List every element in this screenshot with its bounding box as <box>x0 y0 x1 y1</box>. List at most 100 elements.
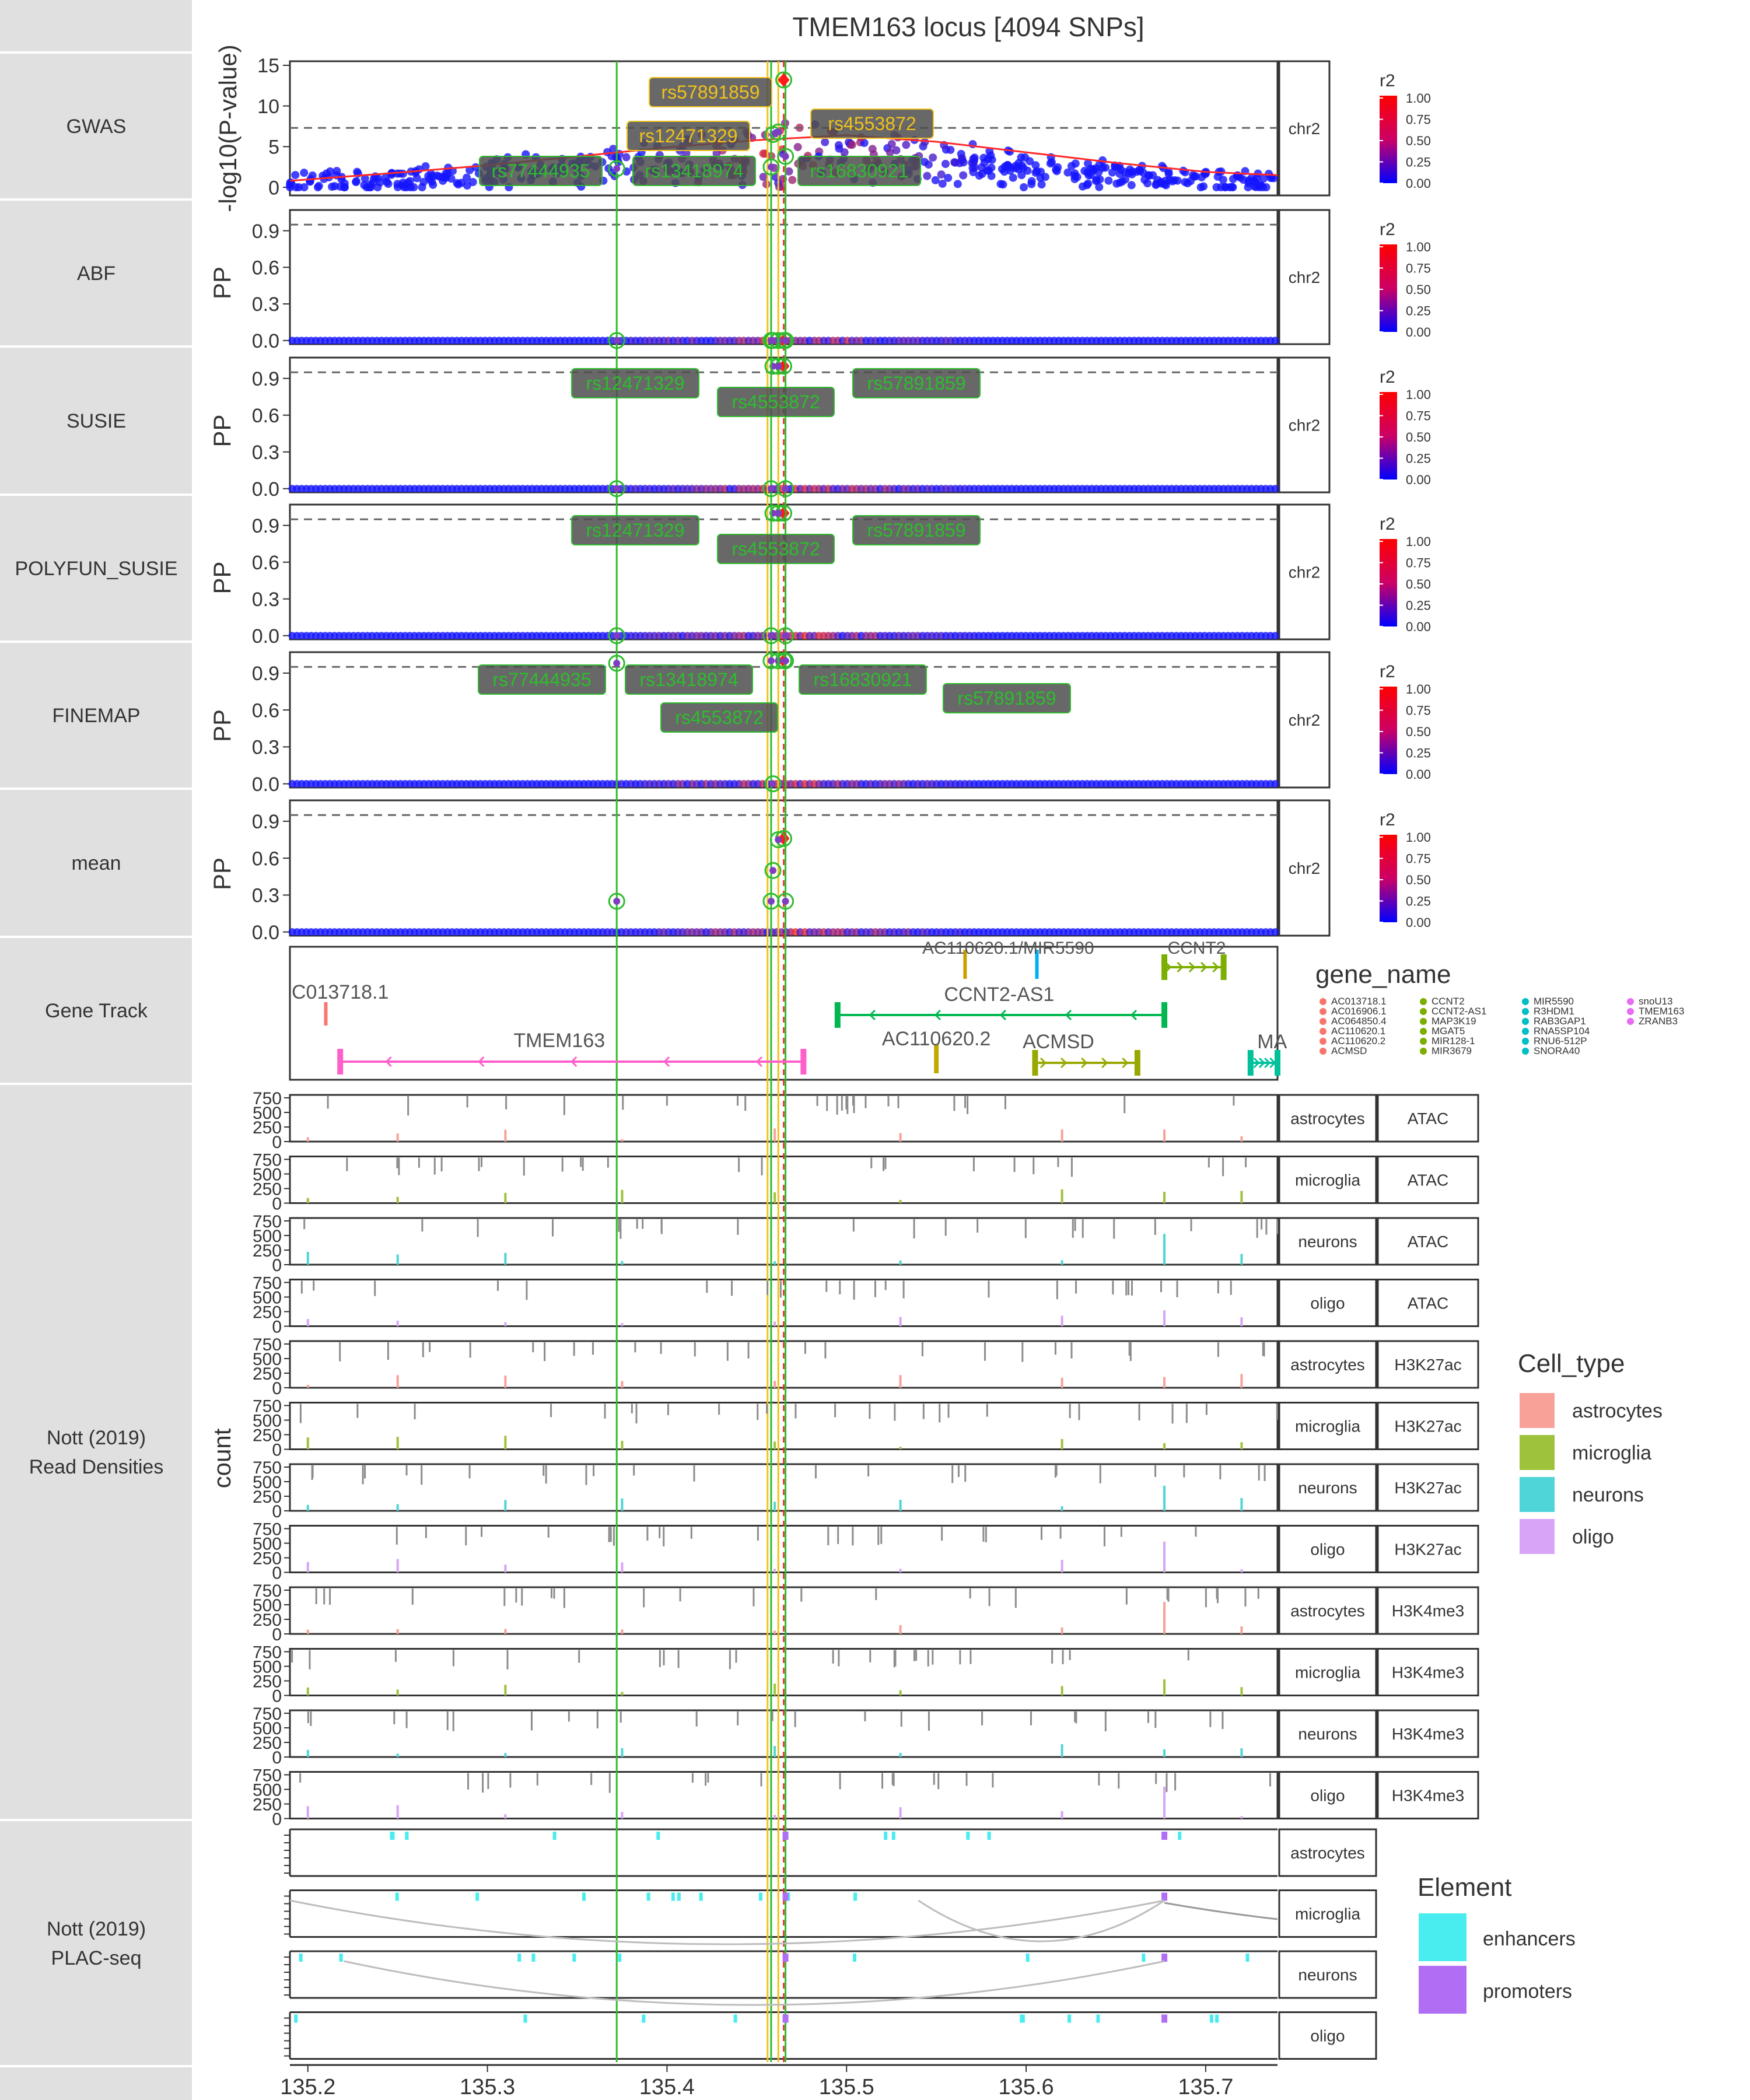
cell-strip-label: microglia <box>1295 1171 1360 1189</box>
density-max-marker <box>892 1773 895 1787</box>
snp-label-text: rs57891859 <box>867 520 965 541</box>
row-label: FINEMAP <box>52 705 140 727</box>
gene-legend-key <box>1320 1048 1326 1055</box>
cell-strip-label: astrocytes <box>1290 1356 1365 1374</box>
chrom-strip <box>1278 799 1331 937</box>
density-max-marker <box>1138 1404 1140 1420</box>
plac-loop <box>918 1899 1165 1943</box>
y-tick-label: 0.9 <box>252 663 279 685</box>
density-max-marker <box>1075 1712 1077 1724</box>
snp-point <box>1037 180 1046 189</box>
snp-label: rs57891859 <box>649 77 772 107</box>
snp-point <box>291 171 300 180</box>
y-tick-label: 500 <box>253 1719 282 1738</box>
density-max-marker <box>1256 1219 1258 1238</box>
snp-point <box>433 172 442 180</box>
density-max-marker <box>1129 1342 1132 1362</box>
y-axis-label: PP <box>208 858 236 890</box>
density-bar <box>774 1192 776 1203</box>
snp-point <box>1271 632 1279 640</box>
snp-point <box>1271 337 1279 345</box>
assay-strip <box>1377 1463 1479 1512</box>
snp-point <box>1219 176 1227 184</box>
density-max-marker <box>618 1219 620 1232</box>
density-max-marker <box>827 1527 830 1546</box>
gene-exon <box>337 1049 344 1074</box>
credset-snp-ring <box>769 358 787 375</box>
snp-point <box>1104 176 1113 185</box>
celltype-legend-key <box>1520 1519 1555 1554</box>
gene-exon <box>1275 1050 1280 1076</box>
density-max-marker <box>969 1588 971 1599</box>
gene-strand-arrow <box>1060 1057 1068 1069</box>
density-max-marker <box>607 1157 609 1168</box>
credset-snp-point <box>767 897 775 905</box>
density-bar <box>306 1198 309 1203</box>
density-max-marker <box>364 1465 366 1479</box>
density-max-marker <box>1078 1404 1080 1420</box>
density-max-marker <box>853 1280 855 1300</box>
density-max-marker <box>469 1342 471 1358</box>
density-max-marker <box>666 1096 668 1106</box>
density-max-marker <box>636 1219 638 1229</box>
r2-tick-label: 0.50 <box>1406 873 1431 887</box>
density-max-marker <box>1219 1465 1222 1480</box>
enhancer-mark <box>671 1892 675 1901</box>
density-max-marker <box>695 1712 698 1727</box>
snp-label-box <box>660 702 778 733</box>
snp-point <box>1073 173 1082 181</box>
figure-text: GWASABFSUSIEPOLYFUN_SUSIEFINEMAPmeanGene… <box>15 12 1464 2099</box>
snp-point <box>381 173 390 182</box>
density-max-marker <box>396 1157 398 1168</box>
gene-legend-key <box>1320 1028 1326 1035</box>
snp-label: rs16830921 <box>797 156 921 186</box>
density-max-marker <box>396 1527 398 1545</box>
gene-legend-label: AC064850.4 <box>1331 1016 1387 1027</box>
row-label: Gene Track <box>45 1000 148 1022</box>
density-bar <box>621 1748 624 1757</box>
cell-strip-label: neurons <box>1298 1233 1357 1251</box>
gene-strand-arrow <box>1264 1057 1271 1069</box>
density-max-marker <box>310 1712 312 1726</box>
density-max-marker <box>1205 1404 1208 1415</box>
snp-label-text: rs4553872 <box>732 538 820 559</box>
density-max-marker <box>429 1342 431 1352</box>
chrom-strip-label: chr2 <box>1289 564 1320 582</box>
density-max-marker <box>677 1650 680 1668</box>
density-max-marker <box>884 1157 887 1170</box>
snp-point <box>1086 164 1095 173</box>
snp-point <box>834 141 843 149</box>
snp-point <box>396 169 404 178</box>
density-max-marker <box>467 1773 469 1790</box>
y-tick-label: 250 <box>253 1426 282 1446</box>
density-max-marker <box>1125 1588 1128 1605</box>
density-max-marker <box>339 1342 341 1362</box>
snp-label-text: rs57891859 <box>867 373 965 394</box>
row-strip-8 <box>0 1085 192 1819</box>
gene-legend-key <box>1522 998 1529 1005</box>
density-max-marker <box>660 1342 662 1354</box>
density-bar <box>306 1137 309 1142</box>
row-strip-4 <box>0 496 192 640</box>
density-max-marker <box>869 1650 872 1662</box>
gene-legend-key <box>1320 1018 1326 1025</box>
snp-point <box>937 170 946 179</box>
density-max-marker <box>967 1096 969 1114</box>
density-max-marker <box>839 1280 841 1294</box>
y-tick-label: 750 <box>253 1643 282 1662</box>
density-bar <box>1060 1129 1063 1142</box>
y-tick-label: 750 <box>253 1274 282 1293</box>
snp-label-box <box>632 156 756 186</box>
density-bar <box>1163 1486 1166 1511</box>
enhancer-mark <box>405 1832 409 1840</box>
x-tick-label: 135.6 <box>999 2075 1054 2099</box>
credset-snp-ring <box>777 892 794 910</box>
r2-legend-title: r2 <box>1380 662 1395 681</box>
snp-point <box>328 183 337 191</box>
density-bar <box>306 1749 309 1757</box>
enhancer-mark <box>891 1832 895 1840</box>
density-bar <box>504 1685 507 1696</box>
r2-colorbar <box>1380 244 1397 332</box>
density-bar <box>1240 1374 1243 1388</box>
snp-label: rs4553872 <box>717 534 835 564</box>
